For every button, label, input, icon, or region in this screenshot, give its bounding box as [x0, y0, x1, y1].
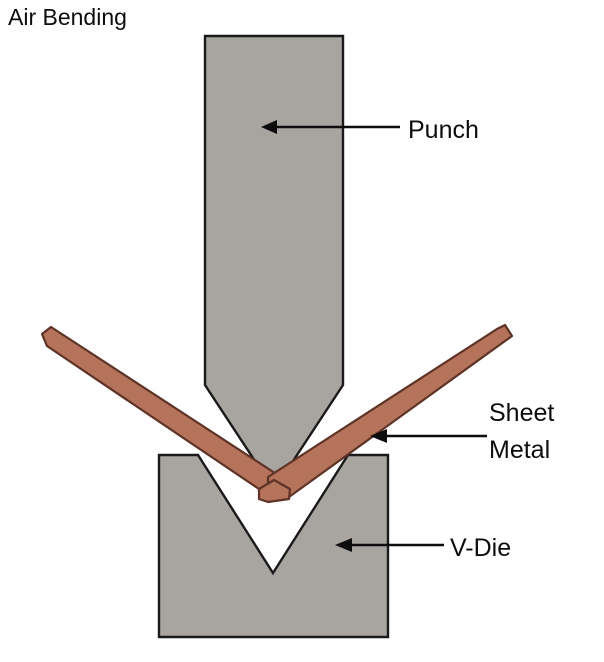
- sheet-metal-label-line1: Sheet: [489, 399, 554, 427]
- sheet-metal-label-line2: Metal: [489, 436, 550, 464]
- punch-callout: Punch: [261, 116, 479, 144]
- punch-label: Punch: [408, 116, 479, 144]
- v-die-shape: [157, 453, 390, 639]
- v-die-callout: V-Die: [335, 534, 511, 562]
- sheet-metal-arrow-head-icon: [370, 429, 387, 443]
- page-title: Air Bending: [8, 4, 127, 30]
- punch-shape: [203, 34, 345, 493]
- v-die-label: V-Die: [450, 534, 511, 562]
- v-die-arrow-head-icon: [335, 538, 352, 552]
- punch-body: [203, 34, 345, 493]
- sheet-metal-callout: Sheet Metal: [370, 399, 554, 464]
- sheet-metal-bend-radius: [257, 478, 292, 504]
- v-die-body: [157, 453, 390, 639]
- sheet-metal-shape: [40, 323, 514, 504]
- punch-arrow-head-icon: [261, 120, 277, 134]
